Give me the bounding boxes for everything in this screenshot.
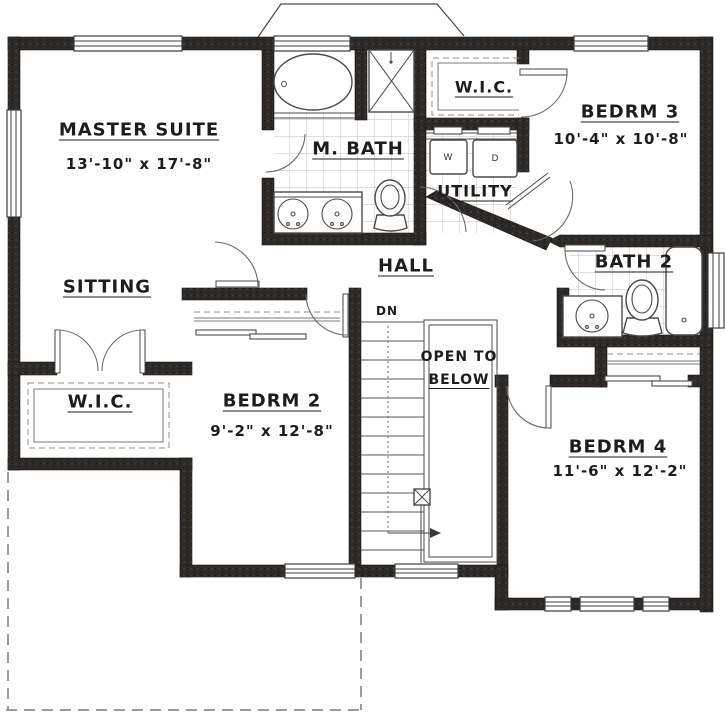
wic-left-door-leaf-right (139, 329, 146, 374)
room-label-wic-top: W.I.C. (454, 77, 514, 97)
bath2-tub-drain (681, 317, 687, 323)
shower-head-icon (389, 60, 393, 64)
dryer-label: D (491, 154, 499, 164)
wic-top-shelf (437, 62, 519, 111)
stair-direction-arrow (430, 528, 441, 538)
bedrm3-west-wall (516, 117, 530, 173)
bedrm4-door-leaf (545, 385, 552, 429)
open-to-label: OPEN TO (420, 349, 498, 365)
wic-left-door-arc-left (57, 329, 99, 372)
bedrm2-north-wall (181, 287, 308, 301)
mbath-west-wall-lower (261, 177, 275, 234)
wic-left-door-east-pier (142, 361, 193, 376)
master-door-leaf (215, 280, 260, 288)
below-label: BELOW (428, 372, 490, 388)
wic-utility-divider (413, 117, 530, 131)
utility-door-arc (419, 186, 467, 233)
stairs-dn-label: DN (375, 304, 399, 318)
bedrm2-closet-slider-left (195, 329, 257, 336)
wic-left-door-west-pier (7, 361, 58, 376)
west-mid-outer-wall (179, 457, 193, 578)
room-label-master-suite: MASTER SUITE (58, 119, 220, 141)
utility-shelf-left (433, 126, 463, 135)
wic-left-door-leaf-left (54, 329, 61, 374)
bedrm2-bottom-window-left (284, 563, 356, 579)
room-label-m-bath: M. BATH (312, 138, 404, 160)
bath2-right-window (707, 252, 725, 329)
master-left-window (6, 109, 22, 218)
bedrm2-door-leaf (342, 293, 349, 338)
utility-fixtures (426, 126, 518, 178)
master-toilet-tank (373, 214, 408, 232)
bedrm3-door-leaf (505, 172, 549, 206)
room-dims-bedrm3: 10'-4" x 10'-8" (553, 130, 689, 148)
room-label-bath2: BATH 2 (594, 251, 674, 273)
room-label-bedrm3: BEDRM 3 (580, 101, 680, 123)
windows (6, 35, 725, 612)
room-dims-bedrm2: 9'-2" x 12'-8" (210, 422, 334, 440)
master-bathtub (273, 53, 353, 111)
bath2-door-arc (564, 249, 606, 291)
wic-left-door-arc-right (101, 329, 143, 372)
roof-dashed-outline (6, 472, 362, 711)
room-label-bedrm2: BEDRM 2 (222, 390, 322, 412)
room-dims-bedrm4: 11'-6" x 12'-2" (552, 462, 688, 480)
wic-top-door-leaf (519, 68, 568, 76)
master-door-arc (214, 241, 259, 287)
room-label-hall: HALL (378, 255, 434, 277)
bath2-tub (665, 246, 703, 336)
dryer (472, 139, 518, 178)
tub-shower-divider (354, 49, 368, 121)
tub-faucet (281, 81, 287, 87)
master-top-window (73, 35, 183, 52)
wic-left-shelf-dashed (27, 382, 170, 449)
bath2-fixtures (562, 246, 703, 338)
bedrm4-closet-slider-left (604, 375, 661, 382)
utility-shelf-right (477, 126, 511, 135)
stair-west-wall (348, 287, 362, 566)
bedrm2-closet-slider-right (249, 333, 307, 340)
washer-label: W (443, 153, 453, 163)
staircase (361, 319, 498, 563)
room-label-utility: UTILITY (437, 181, 513, 201)
mbath-west-wall-upper (261, 49, 275, 131)
bedrm2-bottom-window-right (394, 563, 459, 579)
wic-top-door-arc (520, 74, 568, 118)
bedrm3-door-arc (532, 180, 574, 242)
room-label-sitting: SITTING (62, 276, 152, 298)
bath2-toilet-tank (622, 317, 663, 337)
bay-roof-outline (257, 3, 465, 38)
closet-shelving (27, 57, 700, 449)
bedrm3-south-wall-point (547, 234, 561, 248)
room-label-bedrm4: BEDRM 4 (568, 436, 668, 458)
shower-utility-wall (413, 49, 427, 246)
open-to-below-shaft (423, 319, 498, 563)
wic-top-shelf-dashed (431, 57, 519, 116)
bedrm4-closet-slider-right (651, 380, 693, 387)
hall-angled-wall (425, 190, 553, 251)
tub-window (273, 35, 351, 52)
bath2-door-leaf (564, 244, 606, 252)
mbath-door-arc (265, 133, 306, 173)
master-bath-fixtures (273, 49, 415, 234)
washer (429, 139, 468, 175)
doors (54, 68, 606, 429)
mbath-south-wall (261, 232, 427, 246)
wic-left-shelf (33, 388, 164, 443)
wic-top-east-jamb (516, 49, 530, 65)
bedrm2-door-arc (305, 293, 348, 336)
bedrm3-top-window (573, 35, 649, 52)
bedrm4-door-arc (506, 385, 550, 429)
sitting-south-wall (7, 457, 193, 471)
left-wall (7, 36, 21, 471)
bedrm4-bottom-windows (544, 596, 670, 612)
stair-shaft-east-wall (496, 374, 509, 566)
room-label-wic-left: W.I.C. (67, 391, 133, 413)
bedrm4-door-east-pier (549, 374, 608, 388)
open-to-below-shaft-inner (428, 324, 493, 558)
room-dims-master-suite: 13'-10" x 17'-8" (65, 155, 213, 173)
